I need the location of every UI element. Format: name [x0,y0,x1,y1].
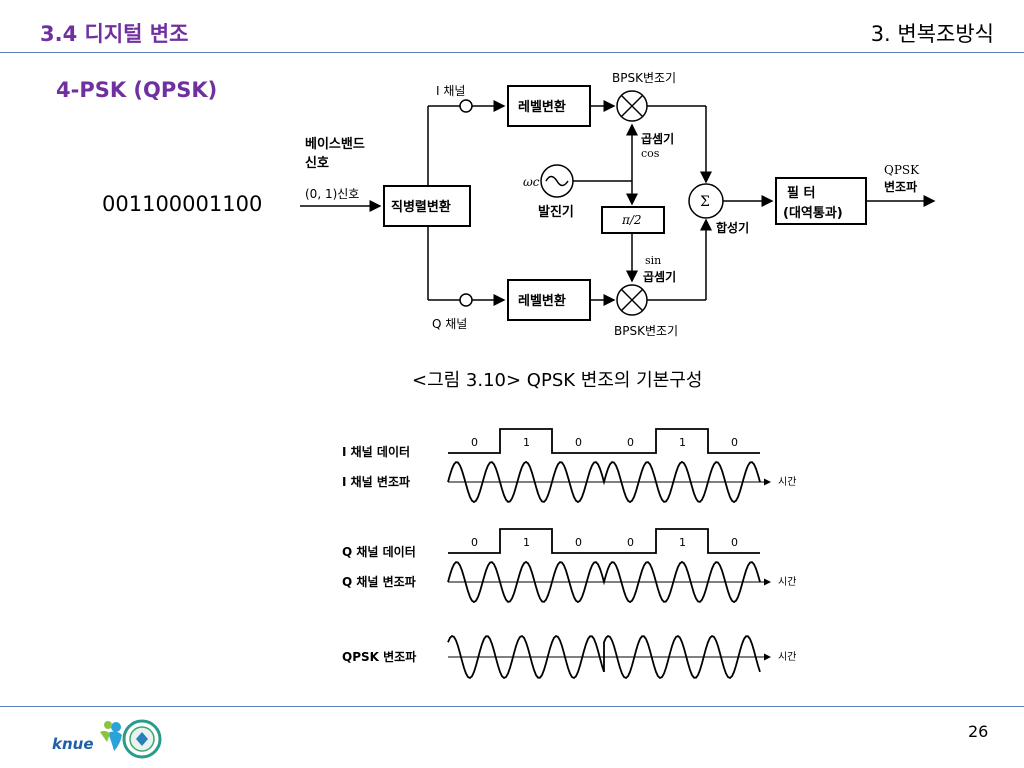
input-label-3: (0, 1)신호 [305,187,359,201]
cos-label: cos [641,147,660,160]
qpsk-waveform-diagram: I 채널 데이터 I 채널 변조파 Q 채널 데이터 Q 채널 변조파 QPSK… [342,428,796,680]
figure-caption: <그림 3.10> QPSK 변조의 기본구성 [412,370,703,391]
multiplier-bottom-label: 곱셈기 [643,269,676,284]
multiplier-top-label: 곱셈기 [641,131,674,146]
filter-label-1: 필 터 [787,185,815,201]
phase-shift-label: π/2 [621,213,642,227]
i-bit-label-1: 1 [523,436,530,449]
i-bit-label-5: 0 [731,436,738,449]
q-data-label: Q 채널 데이터 [342,544,416,559]
i-channel-label: I 채널 [436,84,465,98]
qpsk-block-diagram: 베이스밴드 신호 (0, 1)신호 직병렬변환 I 채널 Q 채널 레벨변환 레… [300,71,936,338]
qpsk-wave-label: QPSK 변조파 [342,649,416,664]
adder-label: 합성기 [716,220,749,235]
i-data-label: I 채널 데이터 [342,444,410,459]
i-bit-label-2: 0 [575,436,582,449]
q-bit-label-5: 0 [731,536,738,549]
sigma-symbol: Σ [700,194,710,210]
output-label-1: QPSK [884,163,920,177]
i-bit-label-4: 1 [679,436,686,449]
q-bit-label-3: 0 [627,536,634,549]
footer-divider [0,706,1024,707]
input-label-1: 베이스밴드 [305,136,365,152]
section-title: 3.4 디지털 변조 [40,22,189,46]
time-label-2: 시간 [778,576,796,588]
i-wave-label: I 채널 변조파 [342,474,410,489]
q-bit-label-4: 1 [679,536,686,549]
q-bit-label-0: 0 [471,536,478,549]
level-convert-top: 레벨변환 [518,99,566,115]
oscillator-symbol: ωc [523,175,540,189]
q-wave-label: Q 채널 변조파 [342,574,416,589]
input-label-2: 신호 [305,156,329,171]
i-bit-label-0: 0 [471,436,478,449]
chapter-title: 3. 변복조방식 [870,22,994,46]
level-convert-bottom: 레벨변환 [518,293,566,309]
bit-sequence: 001100001100 [102,192,263,216]
q-channel-label: Q 채널 [432,317,467,331]
bpsk-top-label: BPSK변조기 [612,71,676,85]
bpsk-bottom-label: BPSK변조기 [614,324,678,338]
page-number: 26 [968,722,989,741]
q-bit-label-1: 1 [523,536,530,549]
slide-subtitle: 4-PSK (QPSK) [56,78,218,102]
header-divider [0,52,1024,53]
q-bit-label-2: 0 [575,536,582,549]
serial-parallel-label: 직병렬변환 [391,199,451,215]
filter-label-2: (대역통과) [783,205,843,221]
output-label-2: 변조파 [884,179,917,194]
oscillator-label: 발진기 [538,204,574,220]
sin-label: sin [645,254,661,267]
i-data-line [448,428,760,454]
knue-logo: knue [52,719,162,759]
logo-text: knue [52,735,94,753]
time-label-3: 시간 [778,651,796,663]
q-data-line [448,528,760,554]
time-label-1: 시간 [778,476,796,488]
i-bit-label-3: 0 [627,436,634,449]
